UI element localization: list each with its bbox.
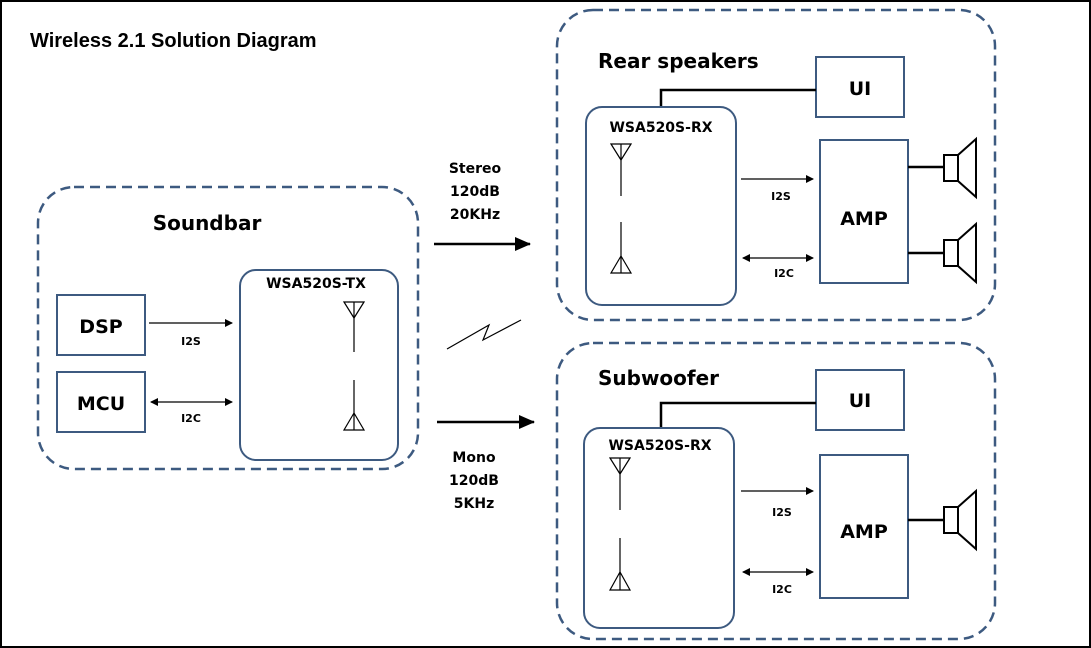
sub-amp-block bbox=[819, 454, 909, 599]
rear-i2s-label: I2S bbox=[771, 190, 791, 203]
diagram-title: Wireless 2.1 Solution Diagram bbox=[30, 30, 317, 52]
mcu-label: MCU bbox=[77, 393, 125, 415]
dsp-label: DSP bbox=[79, 316, 122, 338]
sub-ui-connector bbox=[659, 401, 816, 428]
rear-amp-block bbox=[819, 139, 909, 284]
sub-ui-block bbox=[815, 369, 905, 431]
mcu-i2c-label: I2C bbox=[181, 412, 201, 425]
sub-rx-chip bbox=[583, 427, 735, 629]
subwoofer-group: Subwoofer UI WSA520S-RX AMP I2S I2C bbox=[555, 341, 997, 641]
rear-i2c-label: I2C bbox=[774, 267, 794, 280]
stereo-link-line-3: 20KHz bbox=[450, 207, 500, 223]
tx-chip bbox=[239, 269, 399, 461]
stereo-link-line-1: Stereo bbox=[449, 161, 502, 177]
wireless-bolt-icon bbox=[446, 319, 522, 350]
sub-rx-antenna-icon bbox=[608, 457, 632, 591]
stereo-link: Stereo 120dB 20KHz bbox=[434, 161, 531, 251]
soundbar-group: Soundbar DSP MCU WSA520S-TX I2S I2C bbox=[36, 185, 420, 471]
rear-rx-chip bbox=[585, 106, 737, 306]
stereo-link-line-2: 120dB bbox=[450, 184, 500, 200]
sub-ui-label: UI bbox=[849, 390, 872, 412]
tx-antenna-icon bbox=[342, 301, 366, 431]
rear-ui-block bbox=[815, 56, 905, 118]
speaker-icon bbox=[943, 136, 977, 200]
speaker-icon bbox=[943, 488, 977, 552]
soundbar-label: Soundbar bbox=[153, 211, 262, 235]
sub-i2s-label: I2S bbox=[772, 506, 792, 519]
mono-link-line-1: Mono bbox=[452, 450, 496, 466]
mono-link: Mono 120dB 5KHz bbox=[437, 415, 535, 512]
sub-rx-chip-label: WSA520S-RX bbox=[608, 438, 711, 454]
sub-amp-label: AMP bbox=[840, 521, 888, 543]
dsp-i2s-label: I2S bbox=[181, 335, 201, 348]
tx-chip-label: WSA520S-TX bbox=[266, 276, 366, 292]
speaker-icon bbox=[943, 221, 977, 285]
rear-amp-label: AMP bbox=[840, 208, 888, 230]
rear-rx-chip-label: WSA520S-RX bbox=[609, 120, 712, 136]
mcu-block bbox=[56, 371, 146, 433]
dsp-block bbox=[56, 294, 146, 356]
rear-speakers-group: Rear speakers UI WSA520S-RX AMP I2S I2C bbox=[555, 8, 997, 322]
rear-ui-connector bbox=[659, 88, 816, 107]
subwoofer-boundary bbox=[555, 341, 997, 641]
sub-i2c-label: I2C bbox=[772, 583, 792, 596]
mono-link-line-3: 5KHz bbox=[454, 496, 494, 512]
soundbar-boundary bbox=[36, 185, 420, 471]
rear-speakers-boundary bbox=[555, 8, 997, 322]
rear-speakers-label: Rear speakers bbox=[598, 49, 759, 73]
subwoofer-label: Subwoofer bbox=[598, 366, 719, 390]
rear-ui-label: UI bbox=[849, 78, 872, 100]
rear-rx-antenna-icon bbox=[609, 143, 633, 274]
mono-link-line-2: 120dB bbox=[449, 473, 499, 489]
